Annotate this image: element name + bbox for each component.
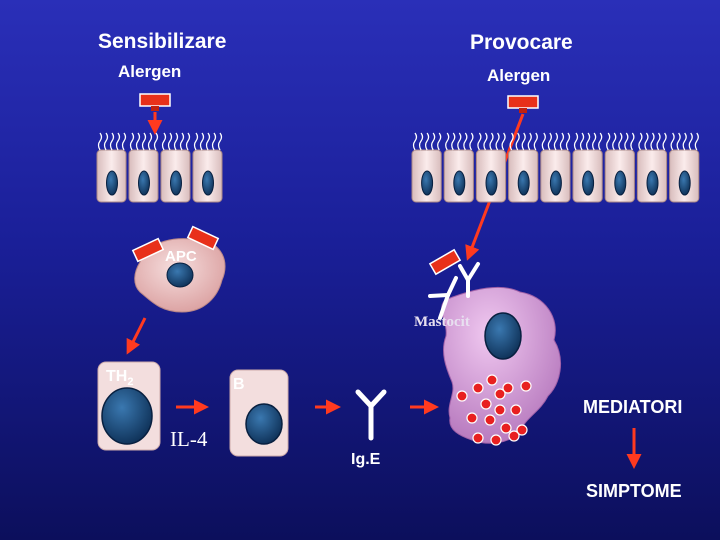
allergen-label-right: Alergen [487, 66, 551, 85]
granule-icon [486, 374, 498, 386]
granule-icon [484, 414, 496, 426]
th2-label-main: TH [106, 368, 128, 385]
apc-allergen-left-icon [131, 237, 165, 263]
epithelium-cell [160, 132, 191, 203]
granule-icon [456, 390, 468, 402]
mast-antibody-icon [428, 262, 480, 320]
epithelium-cell [475, 132, 507, 203]
granule-icon [480, 398, 492, 410]
b-cell [229, 369, 289, 457]
mediator-granules [456, 374, 532, 446]
epithelium-cell [96, 132, 127, 203]
epithelium-left [96, 132, 223, 203]
il4-label: IL-4 [170, 427, 208, 451]
granule-icon [472, 382, 484, 394]
th2-cell [97, 361, 161, 451]
granule-icon [472, 432, 484, 444]
granule-icon [494, 388, 506, 400]
granule-icon [510, 404, 522, 416]
epithelium-cell [411, 132, 442, 203]
ige-label: Ig.E [351, 451, 381, 468]
heading-sensitization: Sensibilizare [98, 30, 227, 53]
mast-cell [428, 248, 561, 444]
epithelium-cell [669, 132, 700, 203]
granule-icon [516, 424, 528, 436]
granule-icon [508, 430, 520, 442]
granule-icon [520, 380, 532, 392]
epithelium-cell [572, 132, 603, 203]
granule-icon [502, 382, 514, 394]
epithelium-cell [604, 132, 635, 203]
epithelium-cell [636, 132, 668, 203]
mediators-label: MEDIATORI [583, 397, 683, 417]
arrow-apc-th2 [126, 317, 147, 355]
epithelium-cell [508, 132, 539, 203]
epithelium-cell [128, 132, 159, 203]
heading-provocation: Provocare [470, 31, 573, 54]
epithelium-right [411, 132, 700, 203]
th2-label: TH2 [106, 368, 133, 388]
epithelium-cell [540, 132, 571, 203]
mast-allergen-icon [428, 248, 462, 276]
allergen-label-left: Alergen [118, 62, 182, 81]
apc-allergen-right-icon [186, 225, 220, 251]
apc-cell [131, 225, 226, 313]
epithelium-cell [192, 132, 223, 203]
granule-icon [500, 422, 512, 434]
epithelium-cell [443, 132, 474, 203]
symptoms-label: SIMPTOME [586, 481, 682, 501]
granule-icon [466, 412, 478, 424]
allergen-left-icon [139, 93, 171, 111]
mast-cell-label: Mastocit [414, 314, 470, 330]
allergen-right-icon [507, 95, 539, 113]
apc-label: APC [165, 248, 197, 265]
ige-antibody-icon [355, 389, 387, 441]
granule-icon [494, 404, 506, 416]
granule-icon [490, 434, 502, 446]
b-cell-label: B [233, 376, 245, 393]
th2-label-sub: 2 [127, 376, 134, 389]
